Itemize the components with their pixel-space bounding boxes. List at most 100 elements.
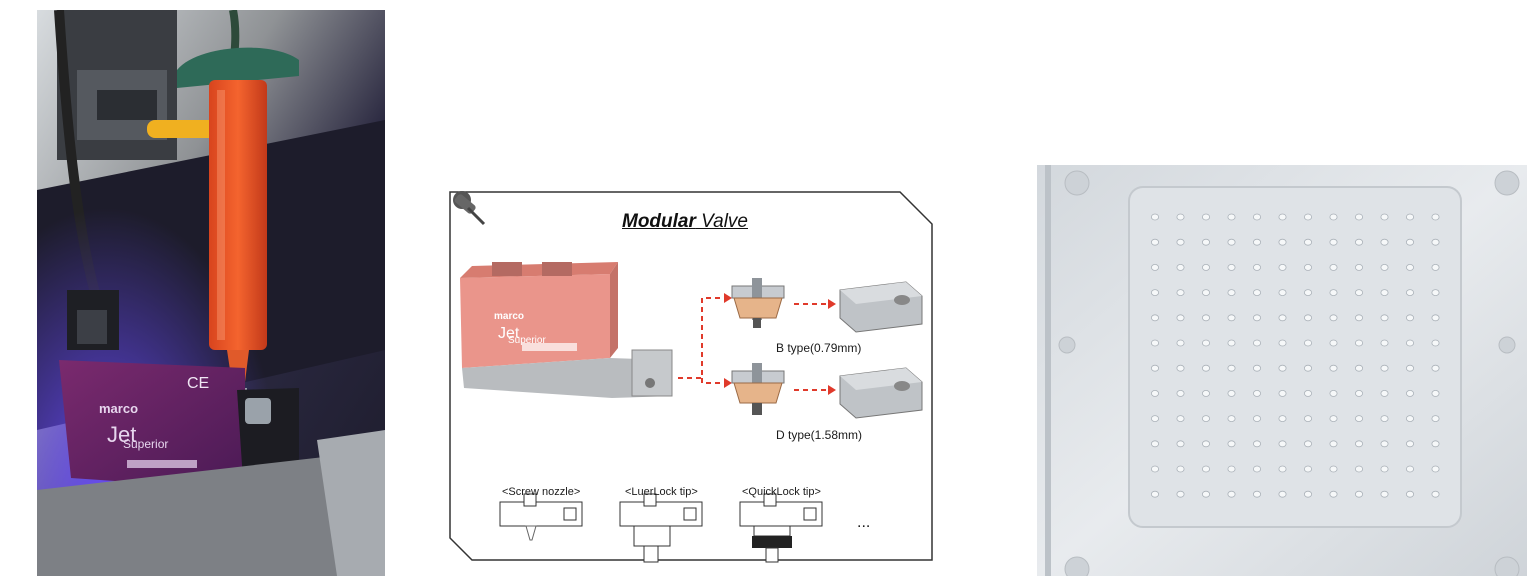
dispensed-dot (1354, 415, 1363, 423)
dispensed-dot (1405, 440, 1414, 448)
dispensed-dot (1201, 213, 1210, 221)
dispensed-dot (1303, 289, 1312, 296)
dispensed-dot (1303, 490, 1312, 498)
dispensed-dot (1380, 314, 1389, 322)
dispensed-dot (1278, 213, 1287, 221)
dispensed-dot (1405, 213, 1414, 221)
block-b-illustration (839, 281, 923, 333)
dispensed-dot (1380, 289, 1389, 296)
dispensed-dot (1176, 389, 1185, 397)
dispensed-dot (1431, 415, 1440, 423)
dispensed-dot (1329, 364, 1338, 372)
dispensed-dot (1431, 289, 1440, 296)
dispensed-dot (1176, 490, 1185, 498)
dot-grid (1151, 213, 1440, 498)
modular-valve-drawing (449, 191, 933, 563)
dispensed-dot (1227, 490, 1236, 498)
dispensed-dot (1227, 389, 1236, 397)
dispensed-dot (1380, 415, 1389, 423)
dispensed-dot (1252, 440, 1261, 448)
dispensed-dot (1227, 238, 1236, 246)
dispensed-dot (1431, 440, 1440, 448)
dispensed-dot (1201, 314, 1210, 322)
dispensed-dot (1201, 490, 1210, 498)
dispensed-dot (1303, 264, 1312, 271)
dispensed-dot (1354, 364, 1363, 372)
valve-photo: marco Jet Superior CE (37, 10, 385, 576)
dispensed-dot (1303, 364, 1312, 372)
arrow-connectors (678, 297, 828, 391)
pushpin-icon (453, 191, 486, 226)
dispensed-dot (1176, 364, 1185, 372)
dispensed-dot (1278, 264, 1287, 271)
diagram-title-rest: Valve (695, 211, 748, 232)
dispensed-dot (1278, 339, 1287, 347)
dispensed-dot (1380, 339, 1389, 347)
dispensed-dot (1252, 213, 1261, 221)
dot-array-plate (1037, 165, 1527, 576)
dispensed-dot (1431, 213, 1440, 221)
dispensed-dot (1278, 465, 1287, 473)
dispensed-dot (1151, 389, 1160, 397)
quicklock-tip-illustration (739, 493, 823, 563)
dispensed-dot (1176, 339, 1185, 347)
photo-ce-mark: CE (187, 375, 210, 392)
dispensed-dot (1227, 339, 1236, 347)
dispensed-dot (1176, 314, 1185, 322)
dispensed-dot (1405, 314, 1414, 322)
dispensed-dot (1151, 238, 1160, 246)
dispensed-dot (1278, 389, 1287, 397)
dispensed-dot (1278, 289, 1287, 296)
dispensed-dot (1303, 339, 1312, 347)
diagram-title-strong: Modular (622, 211, 696, 232)
dispensed-dot (1201, 339, 1210, 347)
dispensed-dot (1354, 339, 1363, 347)
dispensed-dot (1354, 289, 1363, 296)
dispensed-dot (1201, 238, 1210, 246)
dispensed-dot (1278, 440, 1287, 448)
dispensed-dot (1303, 314, 1312, 322)
dispensed-dot (1227, 415, 1236, 423)
dispensed-dot (1227, 213, 1236, 221)
dispensed-dot (1329, 339, 1338, 347)
dispensed-dot (1380, 490, 1389, 498)
dispensed-dot (1201, 465, 1210, 473)
tip-screw-label: <Screw nozzle> (502, 486, 581, 498)
dispensed-dot (1431, 389, 1440, 397)
dispensed-dot (1252, 264, 1261, 271)
dispensed-dot (1278, 415, 1287, 423)
dispensed-dot (1227, 465, 1236, 473)
photo-brand-label: marco (99, 401, 139, 416)
diagram-brand-label: marco (494, 311, 525, 322)
dispensed-dot (1380, 440, 1389, 448)
dispensed-dot (1201, 415, 1210, 423)
dispensed-dot (1303, 213, 1312, 221)
dispensed-dot (1380, 213, 1389, 221)
dispensed-dot (1176, 264, 1185, 271)
dispensed-dot (1380, 364, 1389, 372)
tip-quick-label: <QuickLock tip> (742, 486, 821, 498)
photo-product-main-label: Jet (107, 422, 137, 447)
nozzle-d-label: D type(1.58mm) (776, 428, 863, 442)
dispensed-dot (1354, 213, 1363, 221)
more-options-label: ... (857, 514, 871, 531)
dispensed-dot (1329, 415, 1338, 423)
dispensed-dot (1252, 415, 1261, 423)
dispensed-dot (1380, 465, 1389, 473)
dispensed-dot (1151, 364, 1160, 372)
dispensed-dot (1303, 440, 1312, 448)
dispensed-dot (1354, 238, 1363, 246)
dispensed-dot (1201, 440, 1210, 448)
block-d-illustration (839, 367, 923, 419)
dispensed-dot (1176, 213, 1185, 221)
dispensed-dot (1380, 389, 1389, 397)
diagram-product-sub-label: Superior (508, 335, 546, 346)
dispensed-dot (1252, 389, 1261, 397)
dispensed-dot (1354, 264, 1363, 271)
dispensed-dot (1227, 364, 1236, 372)
dispensed-dot (1252, 238, 1261, 246)
dispensed-dot (1431, 238, 1440, 246)
dispensed-dot (1201, 364, 1210, 372)
dispensed-dot (1151, 289, 1160, 296)
dispensed-dot (1227, 264, 1236, 271)
